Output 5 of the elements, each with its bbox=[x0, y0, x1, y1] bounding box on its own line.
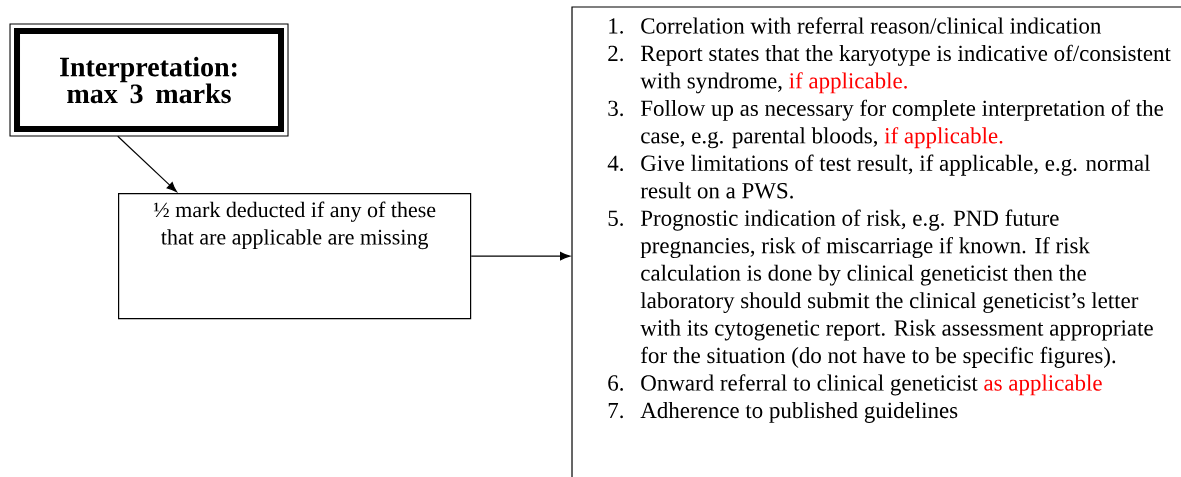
list-box: 1. Correlation with referral reason/clinical indication 2. Report states that the karyotype is indicative of/consistent with syndrome, if applicable. 3. Follow up as necessary for complete interpretation of the case, e.g. parental bloods, if applicable. 4. Give limitations of test result, if applicable, e.g. normal result on a PWS. 5. Prognostic indication of risk, e.g. PND future pregnancies, risk of miscarriage if known. If risk calculation is done by clinical geneticist then the laboratory should submit the clinical geneticist’s letter with its cytogenetic report. Risk assessment appropriate for the situation (do not have to be specific figures). 6. Onward referral to clinical geneticist as applicable 7. Adherence to published guidelines bbox=[571, 6, 1181, 477]
title-box: Interpretation: max 3 marks bbox=[9, 23, 289, 137]
process-box: ½ mark deducted if any of these that are applicable are missing bbox=[118, 193, 472, 320]
arrow bbox=[117, 135, 177, 192]
arrow bbox=[470, 251, 571, 261]
